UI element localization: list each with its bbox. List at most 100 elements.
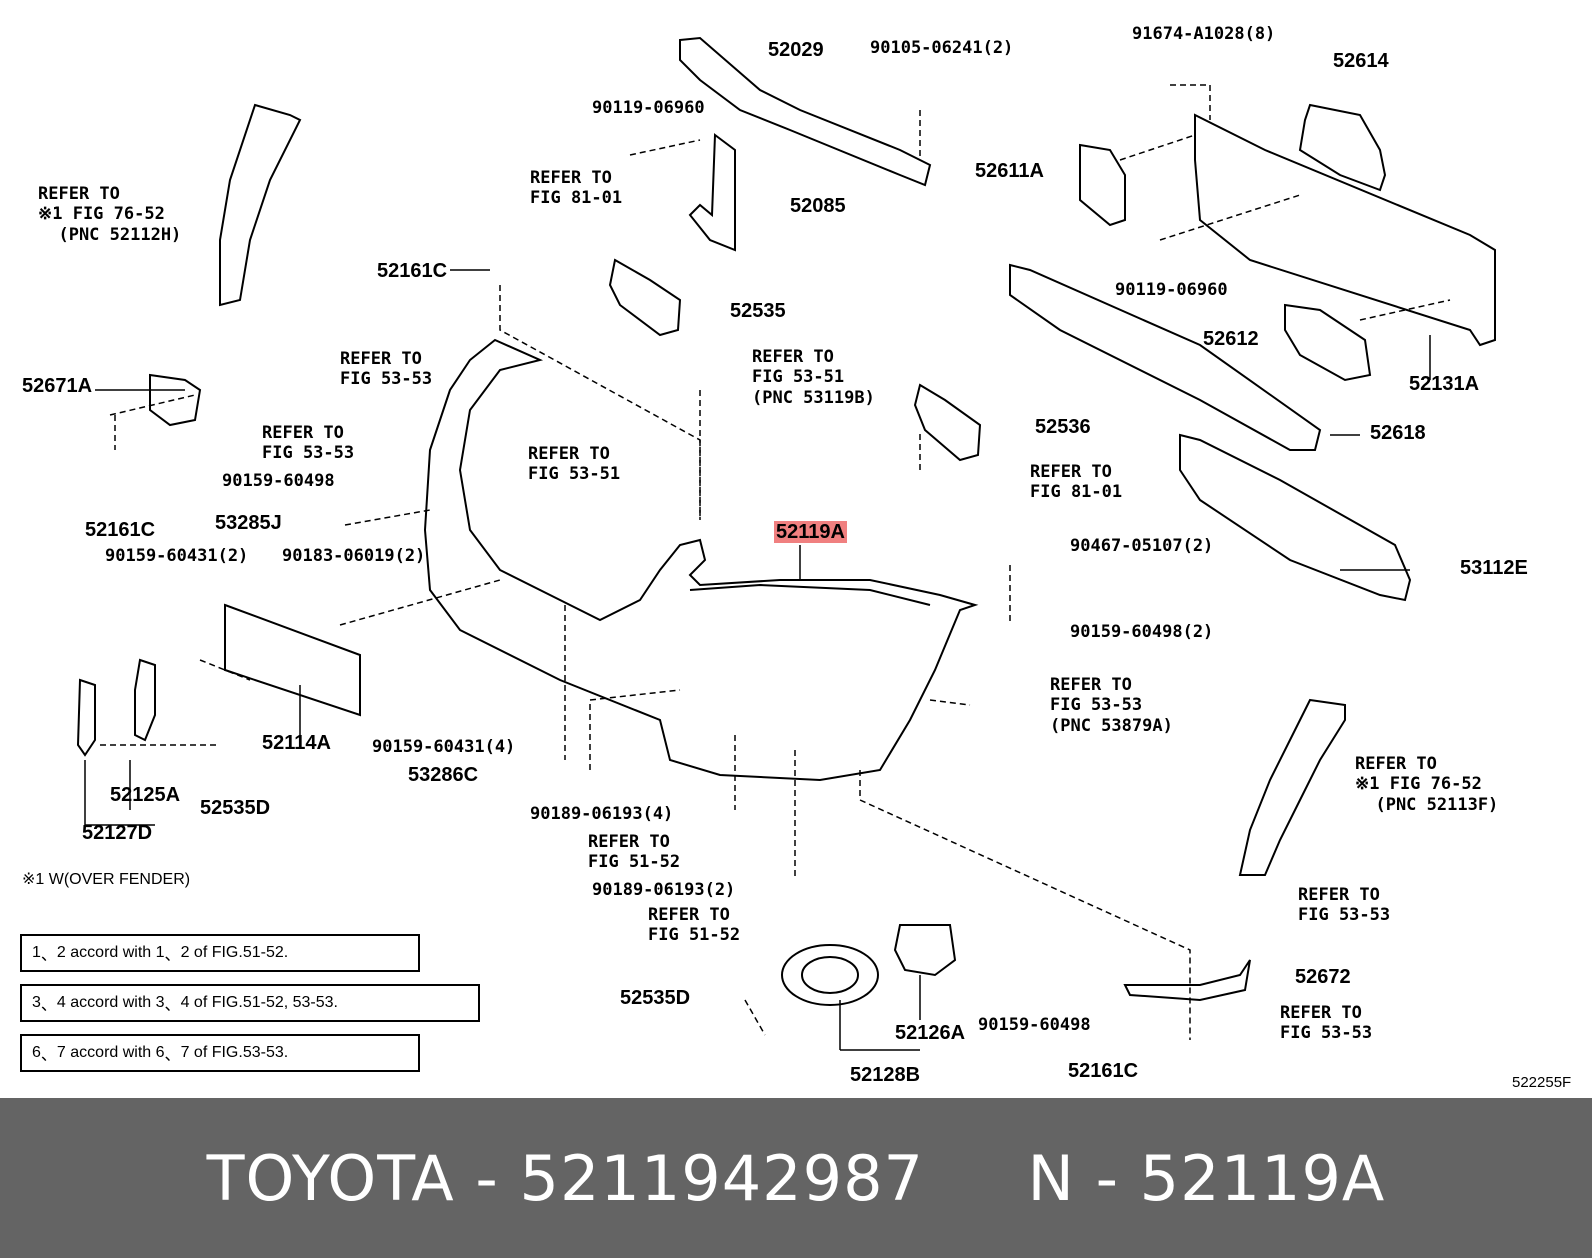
label-refer-fig-76-52-right[interactable]: REFER TO ※1 FIG 76-52 (PNC 52113F) [1355, 754, 1499, 815]
part-52126a-shape [893, 924, 957, 977]
label-52161c-bottom[interactable]: 52161C [1068, 1060, 1139, 1082]
label-refer-fig-53-53-c[interactable]: REFER TO FIG 53-53 (PNC 53879A) [1050, 675, 1173, 736]
label-52535d-bottom[interactable]: 52535D [620, 987, 691, 1009]
label-90119-06960-a[interactable]: 90119-06960 [592, 98, 705, 118]
label-52131a[interactable]: 52131A [1409, 373, 1480, 395]
label-refer-fig-53-51-top[interactable]: REFER TO FIG 53-51 (PNC 53119B) [752, 347, 875, 408]
label-90159-60431-4[interactable]: 90159-60431(4) [372, 737, 516, 757]
part-52672-shape [1123, 959, 1251, 1002]
label-53285j[interactable]: 53285J [215, 512, 282, 534]
legend-sym-d: 2 [180, 944, 190, 961]
label-52119a[interactable]: 52119A [774, 520, 847, 544]
label-52536[interactable]: 52536 [1035, 416, 1091, 438]
note-w-over-fender: ※1 W(OVER FENDER) [22, 871, 191, 888]
label-refer-fig-53-51-mid[interactable]: REFER TO FIG 53-51 [528, 444, 621, 485]
legend-text: accord with [65, 994, 156, 1011]
label-refer-fig-51-52-b[interactable]: REFER TO FIG 51-52 [648, 905, 741, 946]
leader-dash [199, 659, 251, 681]
leader-dash [344, 509, 431, 526]
label-52029[interactable]: 52029 [768, 39, 824, 61]
footer-brand: TOYOTA [206, 1141, 455, 1215]
label-90467-05107[interactable]: 90467-05107(2) [1070, 536, 1214, 556]
label-refer-fig-53-53-a[interactable]: REFER TO FIG 53-53 [340, 349, 433, 390]
label-refer-fig-53-53-d[interactable]: REFER TO FIG 53-53 [1298, 885, 1391, 926]
label-90119-06960-b[interactable]: 90119-06960 [1115, 280, 1228, 300]
label-52611a[interactable]: 52611A [975, 160, 1044, 182]
label-52672[interactable]: 52672 [1295, 966, 1351, 988]
part-53112e-shape [1179, 433, 1412, 602]
label-53112e[interactable]: 53112E [1460, 557, 1528, 579]
footer-separator: - [454, 1141, 520, 1215]
label-refer-fig-53-53-b[interactable]: REFER TO FIG 53-53 [262, 423, 355, 464]
part-52128b-shape [781, 944, 879, 1006]
label-90183-06019[interactable]: 90183-06019(2) [282, 546, 426, 566]
label-90159-60498-bottom[interactable]: 90159-60498 [978, 1015, 1091, 1035]
highlighted-part-52119a[interactable]: 52119A [774, 521, 847, 543]
label-52671a[interactable]: 52671A [22, 375, 93, 397]
label-91674-a1028[interactable]: 91674-A1028(8) [1132, 24, 1276, 44]
footer-title: TOYOTA - 5211942987 N - 52119A [207, 1142, 1386, 1215]
label-refer-fig-53-53-e[interactable]: REFER TO FIG 53-53 [1280, 1003, 1373, 1044]
part-52127d-shape [76, 678, 96, 757]
label-refer-fig-51-52-a[interactable]: REFER TO FIG 51-52 [588, 832, 681, 873]
label-52125a[interactable]: 52125A [110, 784, 181, 806]
part-52125a-shape [134, 658, 156, 742]
label-52161c-top[interactable]: 52161C [377, 260, 448, 282]
leader-dash [589, 689, 681, 770]
part-52614-shape [1298, 103, 1387, 192]
part-52612-shape [1284, 303, 1372, 382]
label-52161c-left[interactable]: 52161C [85, 519, 156, 541]
leader-dash [629, 139, 701, 156]
label-90189-06193-2[interactable]: 90189-06193(2) [592, 880, 736, 900]
part-52128b-inner [801, 956, 859, 994]
label-52618[interactable]: 52618 [1370, 422, 1426, 444]
leader-dash [109, 394, 196, 416]
footer-part-number: 5211942987 [519, 1141, 924, 1215]
label-53286c[interactable]: 53286C [408, 764, 479, 786]
label-90105-06241[interactable]: 90105-06241(2) [870, 38, 1014, 58]
label-52612[interactable]: 52612 [1203, 328, 1259, 350]
label-52535d-left[interactable]: 52535D [200, 797, 271, 819]
legend-ref: of FIG.51-52. [189, 944, 289, 961]
legend-row-2: 3、4 accord with 3、4 of FIG.51-52, 53-53. [20, 984, 480, 1022]
footer-ref-code: N - 52119A [1027, 1141, 1386, 1215]
bumper-cover-52119a-shape [423, 338, 979, 782]
label-52127d[interactable]: 52127D [82, 822, 153, 844]
label-52128b[interactable]: 52128B [850, 1064, 921, 1086]
part-52131a-shape [1194, 113, 1496, 347]
label-52114a[interactable]: 52114A [262, 732, 331, 754]
leader-dash [1159, 194, 1301, 241]
over-fender-left-shape [219, 103, 302, 307]
leader-dash [744, 999, 766, 1036]
label-90159-60498-2[interactable]: 90159-60498(2) [1070, 622, 1214, 642]
part-52535-shape [608, 258, 682, 337]
part-52029-shape [679, 36, 932, 187]
legend-sym-a: 3 [32, 994, 41, 1011]
label-52085[interactable]: 52085 [790, 195, 846, 217]
leader-dash [859, 770, 1191, 1040]
leader-dash [1119, 134, 1196, 161]
label-90189-06193-4[interactable]: 90189-06193(4) [530, 804, 674, 824]
label-refer-fig-81-01-a[interactable]: REFER TO FIG 81-01 [530, 168, 623, 209]
legend-row-3: 6、7 accord with 6、7 of FIG.53-53. [20, 1034, 420, 1072]
legend-text: accord with [65, 1044, 156, 1061]
label-refer-fig-81-01-b[interactable]: REFER TO FIG 81-01 [1030, 462, 1123, 503]
legend-row-1: 1、2 accord with 1、2 of FIG.51-52. [20, 934, 420, 972]
over-fender-right-shape [1238, 698, 1346, 876]
part-52536-shape [913, 383, 982, 462]
figure-code: 522255F [1512, 1074, 1572, 1091]
diagram-drawing [76, 36, 1496, 1051]
legend-sym-d: 4 [180, 994, 190, 1011]
legend-sym-c: 6 [155, 1044, 165, 1061]
label-refer-fig-76-52-left[interactable]: REFER TO ※1 FIG 76-52 (PNC 52112H) [38, 184, 182, 245]
legend-sym-b: 4 [56, 994, 66, 1011]
label-52535[interactable]: 52535 [730, 300, 786, 322]
leader-dash [339, 579, 501, 626]
label-52614[interactable]: 52614 [1333, 50, 1389, 72]
leader-dash [929, 699, 971, 706]
footer-bar: TOYOTA - 5211942987 N - 52119A [0, 1098, 1592, 1258]
label-52126a[interactable]: 52126A [895, 1022, 966, 1044]
legend-sym-c: 1 [155, 944, 165, 961]
label-90159-60498-left[interactable]: 90159-60498 [222, 471, 335, 491]
label-90159-60431-2[interactable]: 90159-60431(2) [105, 546, 249, 566]
